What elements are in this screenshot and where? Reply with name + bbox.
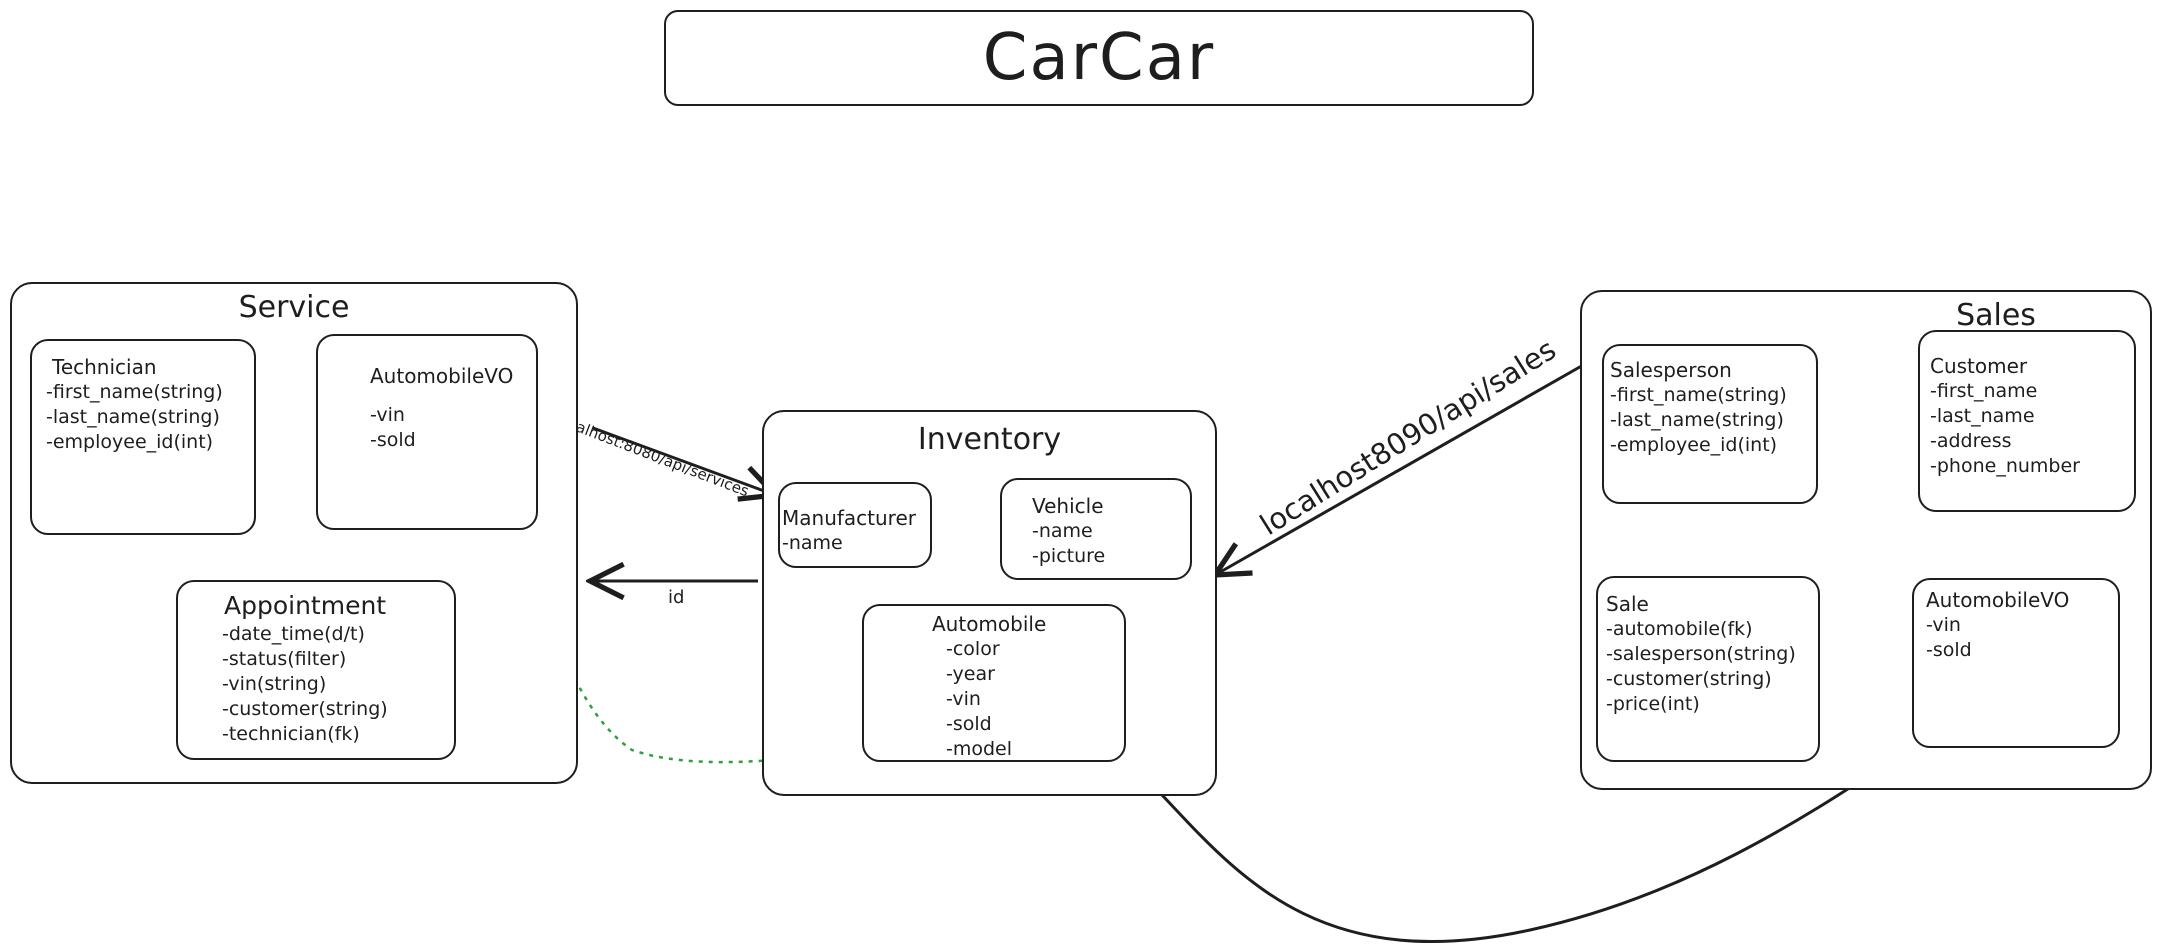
customer-model: Customer -first_name -last_name -address… <box>1918 330 2136 512</box>
sale-field: -customer(string) <box>1606 668 1772 690</box>
sale-field: -automobile(fk) <box>1606 618 1753 640</box>
sales-group: Sales Salesperson -first_name(string) -l… <box>1580 290 2152 790</box>
automobile-title: Automobile <box>932 612 1047 636</box>
customer-title: Customer <box>1930 354 2028 378</box>
edge-label-id: id <box>668 587 685 608</box>
appointment-field: -customer(string) <box>222 698 388 720</box>
inventory-group-title: Inventory <box>917 422 1062 457</box>
appointment-field: -status(filter) <box>222 648 347 670</box>
manufacturer-title: Manufacturer <box>782 506 916 530</box>
salesperson-field: -first_name(string) <box>1610 384 1787 406</box>
salesperson-field: -last_name(string) <box>1610 409 1784 431</box>
vehicle-field: -picture <box>1032 545 1106 567</box>
diagram-title: CarCar <box>982 21 1216 95</box>
service-group: Service Technician -first_name(string) -… <box>10 282 578 784</box>
customer-field: -phone_number <box>1930 455 2080 477</box>
vehicle-field: -name <box>1032 520 1093 542</box>
appointment-model: Appointment -date_time(d/t) -status(filt… <box>176 580 456 760</box>
customer-field: -last_name <box>1930 405 2035 427</box>
service-automobilevo-title: AutomobileVO <box>370 364 514 388</box>
automobile-field: -sold <box>946 713 992 735</box>
diagram-title-box: CarCar <box>664 10 1534 106</box>
manufacturer-field: -name <box>782 532 843 554</box>
sale-field: -salesperson(string) <box>1606 643 1796 665</box>
customer-field: -address <box>1930 430 2012 452</box>
vehicle-title: Vehicle <box>1032 494 1104 518</box>
edge-label-services-api: localhost:8080/api/services <box>553 410 752 501</box>
customer-field: -first_name <box>1930 380 2038 402</box>
sale-field: -price(int) <box>1606 693 1700 715</box>
technician-field: -last_name(string) <box>46 406 220 428</box>
sale-model: Sale -automobile(fk) -salesperson(string… <box>1596 576 1820 762</box>
inventory-group: Inventory Manufacturer -name Vehicle -na… <box>762 410 1217 796</box>
appointment-field: -technician(fk) <box>222 723 360 745</box>
sales-group-title: Sales <box>1956 298 2036 333</box>
vehicle-model: Vehicle -name -picture <box>1000 478 1192 580</box>
sales-automobilevo-field: -vin <box>1926 614 1961 636</box>
appointment-field: -date_time(d/t) <box>222 623 365 645</box>
appointment-title: Appointment <box>224 591 387 620</box>
appointment-field: -vin(string) <box>222 673 327 695</box>
edge-label-sales-api: localhost8090/api/sales <box>1253 332 1562 542</box>
technician-field: -first_name(string) <box>46 381 223 403</box>
sale-title: Sale <box>1606 592 1649 616</box>
service-automobilevo-model: AutomobileVO -vin -sold <box>316 334 538 530</box>
salesperson-field: -employee_id(int) <box>1610 434 1778 456</box>
technician-model: Technician -first_name(string) -last_nam… <box>30 339 256 535</box>
technician-title: Technician <box>52 355 157 379</box>
salesperson-title: Salesperson <box>1610 358 1732 382</box>
automobile-model: Automobile -color -year -vin -sold -mode… <box>862 604 1126 762</box>
sales-automobilevo-title: AutomobileVO <box>1926 588 2070 612</box>
automobile-field: -color <box>946 638 1000 660</box>
sales-automobilevo-field: -sold <box>1926 639 1972 661</box>
manufacturer-model: Manufacturer -name <box>778 482 932 568</box>
automobile-field: -vin <box>946 688 981 710</box>
automobile-field: -model <box>946 738 1013 760</box>
salesperson-model: Salesperson -first_name(string) -last_na… <box>1602 344 1818 504</box>
technician-field: -employee_id(int) <box>46 431 214 453</box>
automobile-field: -year <box>946 663 995 685</box>
service-automobilevo-field: -sold <box>370 429 416 451</box>
sales-automobilevo-model: AutomobileVO -vin -sold <box>1912 578 2120 748</box>
service-automobilevo-field: -vin <box>370 404 405 426</box>
service-group-title: Service <box>238 290 350 325</box>
edge-sales-to-inventory <box>1215 362 1586 575</box>
